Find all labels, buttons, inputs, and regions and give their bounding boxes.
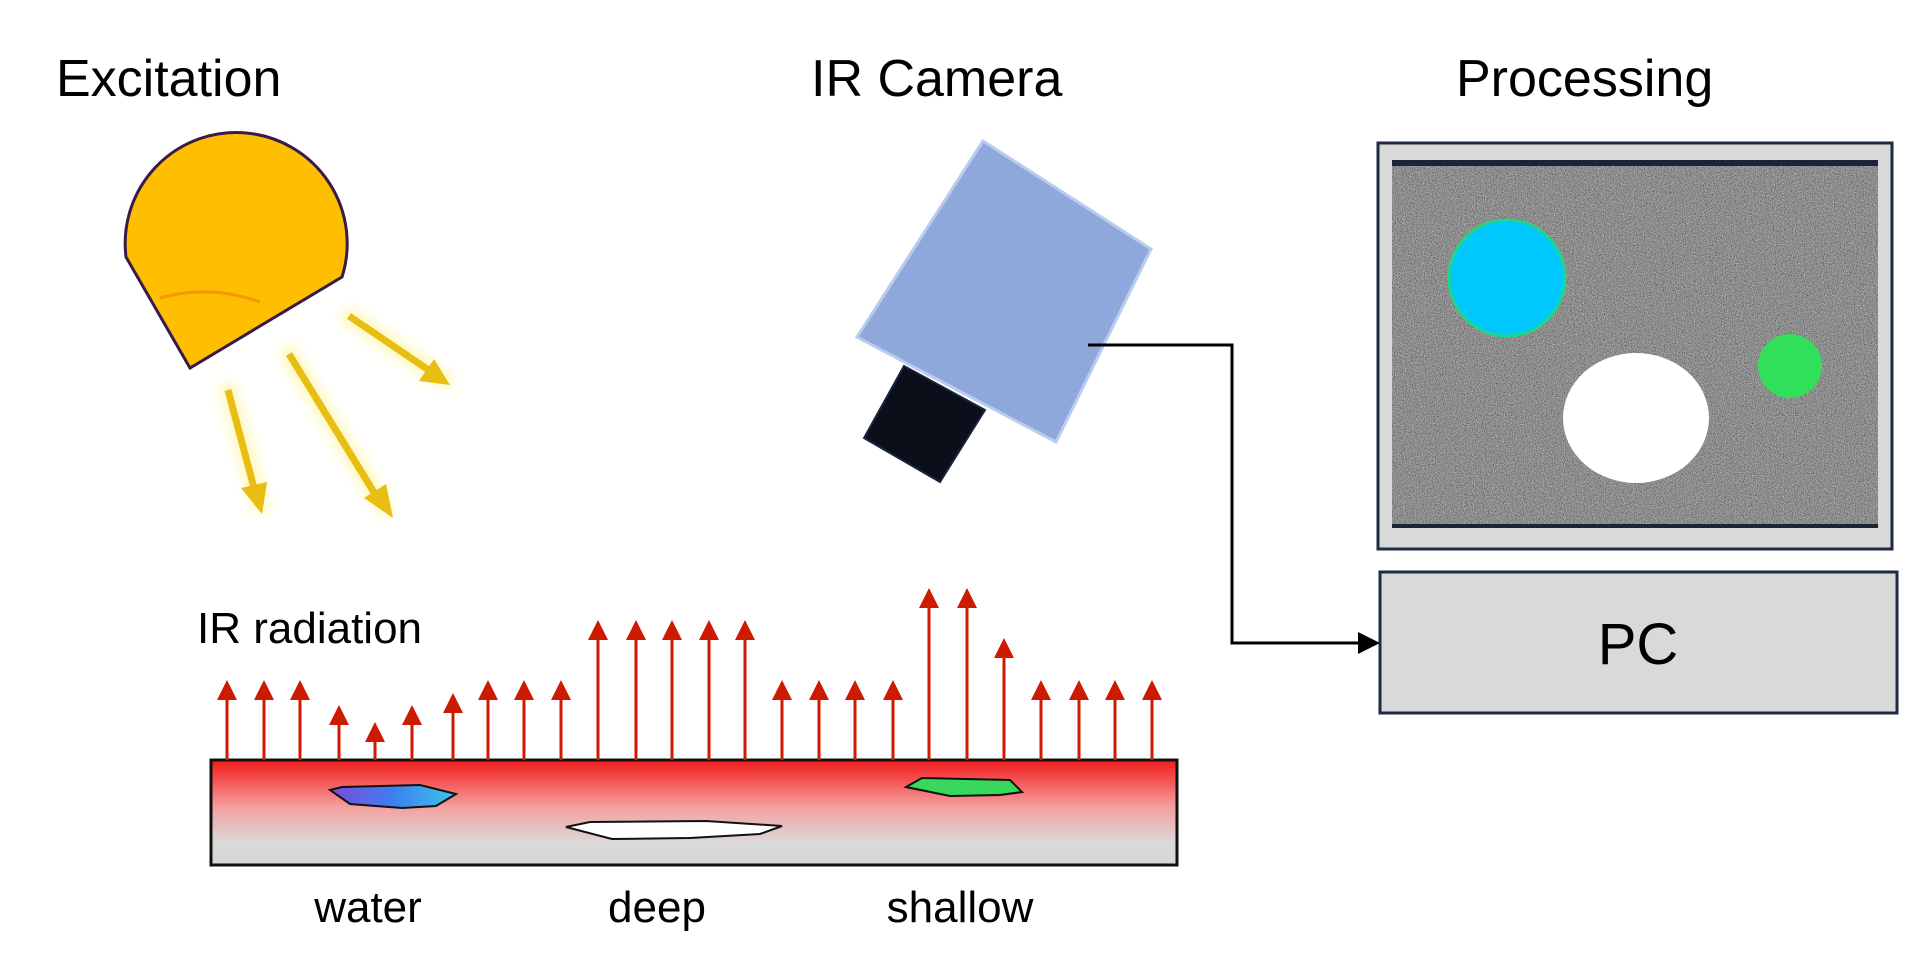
light-rays	[220, 308, 452, 518]
ir-radiation-arrow	[329, 705, 349, 760]
pc-box: PC	[1378, 570, 1899, 715]
ir-radiation-arrow	[478, 680, 498, 760]
lamp-icon	[123, 131, 349, 371]
hotspot-shallow	[1758, 334, 1822, 398]
hotspot-water	[1447, 218, 1567, 338]
camera-body	[854, 138, 1153, 445]
ir-camera-title: IR Camera	[811, 50, 1062, 108]
camera-pc-connector	[1088, 343, 1380, 654]
ir-radiation-arrows	[217, 588, 1162, 760]
processing-title: Processing	[1456, 50, 1713, 108]
pc-label: PC	[1598, 612, 1679, 677]
light-ray-right	[347, 313, 450, 385]
hotspot-deep	[1563, 353, 1709, 483]
ir-radiation-arrow	[1105, 680, 1125, 760]
ir-radiation-arrow	[735, 620, 755, 760]
defect-deep	[565, 819, 783, 841]
ir-radiation-arrow	[994, 638, 1014, 760]
light-ray-left	[224, 389, 267, 514]
ir-radiation-arrow	[254, 680, 274, 760]
ir-radiation-arrow	[1031, 680, 1051, 760]
ir-radiation-arrow	[588, 620, 608, 760]
ir-radiation-arrow	[919, 588, 939, 760]
ir-radiation-arrow	[772, 680, 792, 760]
ir-radiation-arrow	[402, 705, 422, 760]
water-label: water	[313, 883, 422, 932]
ir-radiation-arrow	[1142, 680, 1162, 760]
defect-water	[327, 783, 459, 810]
ir-radiation-label: IR radiation	[197, 604, 422, 653]
defect-shallow	[903, 776, 1025, 798]
shallow-label: shallow	[887, 883, 1034, 932]
ir-radiation-arrow	[514, 680, 534, 760]
ir-radiation-arrow	[699, 620, 719, 760]
ir-radiation-arrow	[551, 680, 571, 760]
monitor-icon	[1376, 141, 1894, 551]
ir-radiation-arrow	[845, 680, 865, 760]
ir-radiation-arrow	[957, 588, 977, 760]
ir-radiation-arrow	[1069, 680, 1089, 760]
thermal-image	[1392, 166, 1878, 524]
ir-camera-icon	[854, 138, 1153, 484]
ir-radiation-arrow	[443, 693, 463, 760]
camera-lens	[862, 364, 987, 484]
specimen	[209, 758, 1179, 867]
excitation-title: Excitation	[56, 50, 281, 108]
deep-label: deep	[608, 883, 706, 932]
ir-radiation-arrow	[217, 680, 237, 760]
ir-radiation-arrow	[290, 680, 310, 760]
light-ray-middle	[286, 352, 393, 518]
ir-radiation-arrow	[662, 620, 682, 760]
ir-radiation-arrow	[365, 722, 385, 760]
ir-radiation-arrow	[626, 620, 646, 760]
ir-radiation-arrow	[809, 680, 829, 760]
ir-radiation-arrow	[883, 680, 903, 760]
